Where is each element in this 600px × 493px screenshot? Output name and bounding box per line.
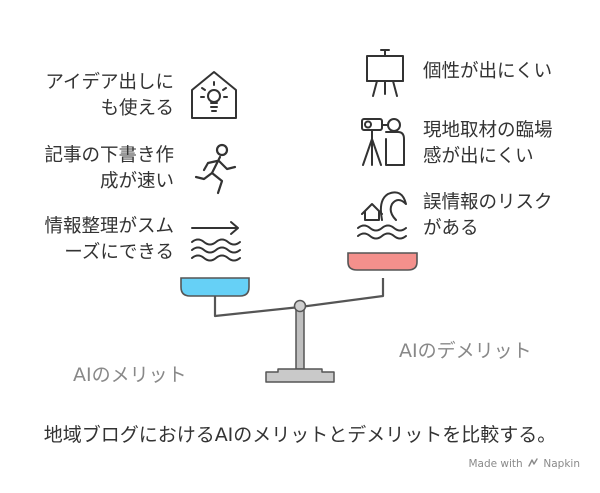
photographer-tripod-icon: [361, 118, 405, 166]
merit-label-draft: 記事の下書き作 成が速い: [44, 143, 174, 195]
merit-label-line: 成が速い: [99, 171, 174, 192]
credit-prefix: Made with: [468, 458, 523, 470]
demerit-label-line: 誤情報のリスク: [423, 192, 553, 213]
merit-label-organize: 情報整理がスム ーズにできる: [44, 214, 174, 266]
running-person-icon: [194, 143, 237, 195]
demerit-pan: [347, 252, 418, 271]
merit-pan: [180, 277, 250, 297]
arrow-waves-icon: [191, 221, 241, 262]
tsunami-house-icon: [357, 191, 407, 240]
demerit-label-onsite: 現地取材の臨場 感が出にくい: [423, 118, 553, 170]
demerit-label-line: がある: [423, 218, 479, 239]
scale-pivot: [293, 299, 307, 313]
demerit-label-line: 個性が出にくい: [423, 61, 553, 82]
merit-label-line: アイデア出しに: [45, 72, 174, 93]
demerit-label-misinfo: 誤情報のリスク がある: [423, 190, 553, 242]
lightbulb-house-icon: [191, 71, 237, 119]
demerit-label-personality: 個性が出にくい: [423, 59, 552, 85]
merit-label-line: 情報整理がスム: [44, 216, 174, 237]
napkin-credit[interactable]: Made with Napkin: [468, 458, 580, 470]
credit-brand: Napkin: [543, 458, 580, 470]
easel-icon: [366, 49, 404, 97]
merit-label-line: も使える: [100, 98, 174, 119]
demerit-label-line: 現地取材の臨場: [423, 120, 553, 141]
scale-pillar: [295, 305, 305, 370]
demerits-title: AIのデメリット: [399, 340, 532, 362]
merit-label-line: 記事の下書き作: [44, 145, 174, 166]
napkin-logo-icon: [528, 458, 538, 467]
scale-base: [265, 368, 335, 383]
merit-label-line: ーズにできる: [64, 242, 174, 263]
demerit-label-line: 感が出にくい: [423, 146, 534, 167]
merit-label-idea: アイデア出しに も使える: [45, 70, 174, 122]
diagram-caption: 地域ブログにおけるAIのメリットとデメリットを比較する。: [43, 424, 557, 446]
merits-title: AIのメリット: [73, 364, 187, 386]
